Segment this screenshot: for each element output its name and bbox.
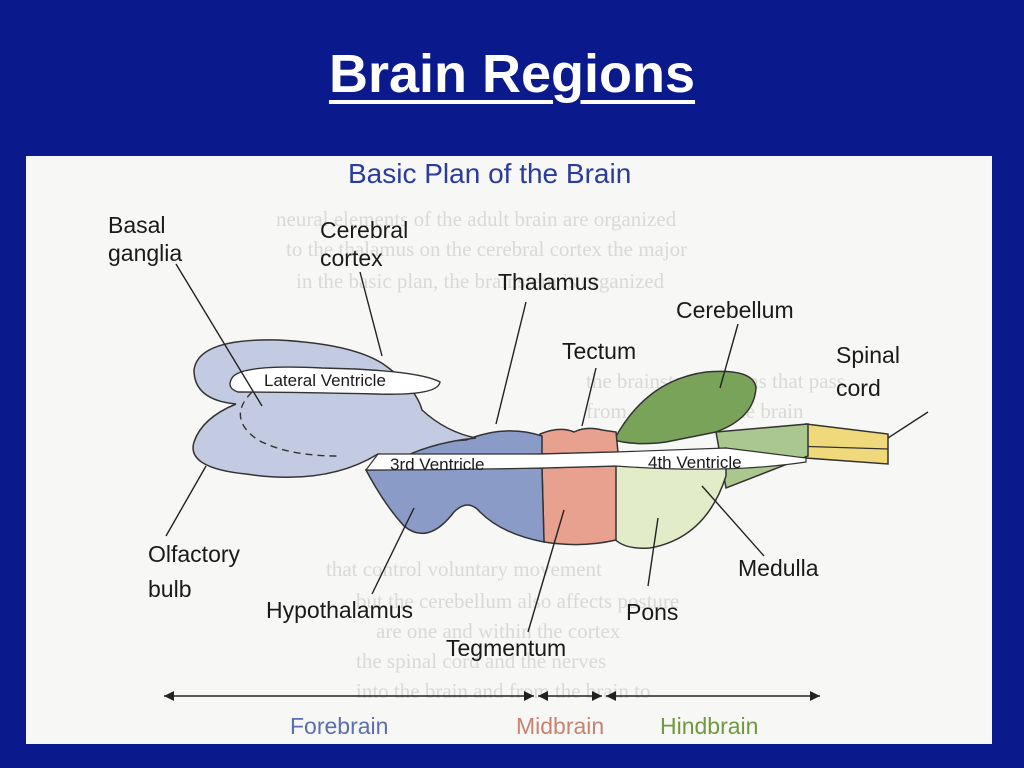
label-tegmentum: Tegmentum: [446, 635, 566, 661]
label-basal-ganglia: Basal: [108, 212, 166, 238]
label-olfactory-bulb-2: bulb: [148, 576, 191, 602]
label-basal-ganglia-2: ganglia: [108, 240, 182, 266]
svg-text:in the basic plan, the brainst: in the basic plan, the brainstem is orga…: [296, 269, 665, 293]
diencephalon-region: [364, 430, 545, 543]
lateral-ventricle: [229, 366, 441, 395]
label-spinal-cord: Spinal: [836, 342, 900, 368]
label-cerebellum: Cerebellum: [676, 297, 794, 323]
basal-ganglia-outline: [239, 391, 339, 457]
ventricle-channel: [364, 447, 807, 471]
svg-text:the spinal cord and the nerves: the spinal cord and the nerves: [356, 649, 606, 673]
tegmentum-region: [541, 465, 617, 546]
svg-text:that control voluntary movemen: that control voluntary movement: [326, 557, 602, 581]
label-thalamus: Thalamus: [498, 269, 599, 295]
division-arrows: [164, 691, 820, 701]
label-tectum: Tectum: [562, 338, 636, 364]
label-pons: Pons: [626, 599, 678, 625]
label-forebrain: Forebrain: [290, 713, 388, 739]
leader-lines: [165, 263, 929, 633]
brain-diagram-figure: neural elements of the adult brain are o…: [26, 156, 992, 744]
label-fourth-ventricle: 4th Ventricle: [648, 453, 742, 472]
label-midbrain: Midbrain: [516, 713, 604, 739]
label-cerebral-cortex-2: cortex: [320, 245, 383, 271]
label-medulla: Medulla: [738, 555, 819, 581]
tectum-region: [539, 427, 619, 455]
svg-text:are one and within the cortex: are one and within the cortex: [376, 619, 621, 643]
brain-diagram: neural elements of the adult brain are o…: [108, 158, 929, 739]
svg-text:but the cerebellum also affect: but the cerebellum also affects posture: [356, 589, 679, 613]
svg-text:to the thalamus on the cerebra: to the thalamus on the cerebral cortex t…: [286, 237, 687, 261]
midbrain-region: [539, 427, 619, 546]
label-hindbrain: Hindbrain: [660, 713, 758, 739]
figure-title: Basic Plan of the Brain: [348, 158, 631, 189]
cerebellum-region: [612, 370, 757, 445]
label-lateral-ventricle: Lateral Ventricle: [264, 371, 386, 390]
label-olfactory-bulb: Olfactory: [148, 541, 241, 567]
label-third-ventricle: 3rd Ventricle: [390, 455, 485, 474]
label-cerebral-cortex: Cerebral: [320, 217, 408, 243]
svg-text:into the brain and from the br: into the brain and from the brain to: [356, 679, 651, 703]
slide-title: Brain Regions: [0, 42, 1024, 106]
label-hypothalamus: Hypothalamus: [266, 597, 413, 623]
svg-text:neural elements of the adult b: neural elements of the adult brain are o…: [276, 207, 677, 231]
pons-region: [611, 447, 727, 549]
label-spinal-cord-2: cord: [836, 375, 881, 401]
slide-title-text: Brain Regions: [328, 44, 696, 104]
